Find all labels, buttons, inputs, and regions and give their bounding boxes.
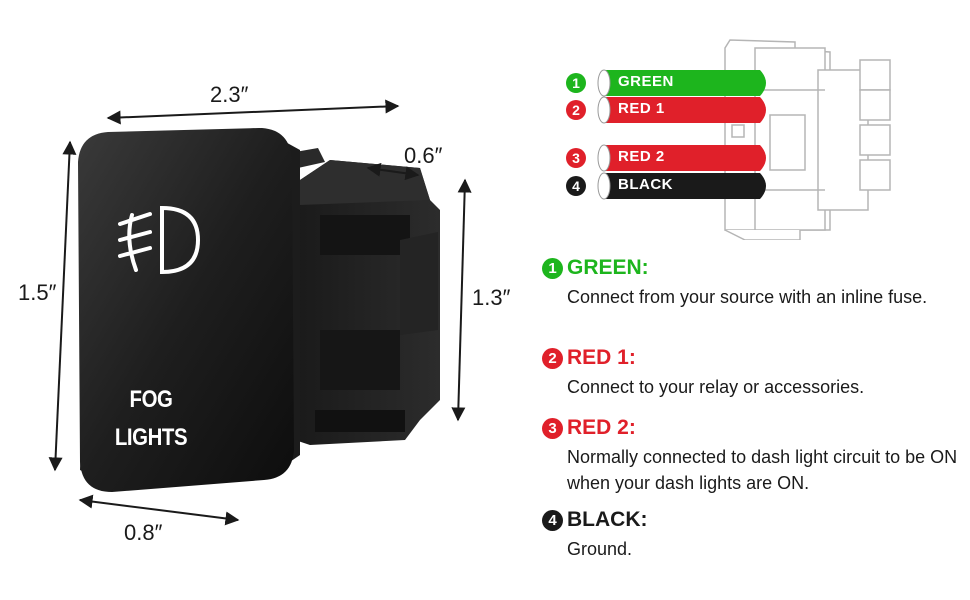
wire-number-badge: 1 [566,73,586,93]
legend-number-badge: 1 [542,257,563,279]
wire-number-badge: 3 [566,148,586,168]
side-height-dimension-label: 1.3″ [472,285,511,310]
front-height-dimension-label: 1.5″ [18,280,57,305]
bottom-width-arrow [78,494,240,526]
height-side-arrow [451,178,472,422]
legend-number-badge: 4 [542,509,563,531]
dimension-arrows [48,99,472,526]
wire-1 [600,70,766,96]
switch-label-line1: FOG [129,386,173,413]
switch-label-line2: LIGHTS [114,424,188,451]
wires [597,69,766,200]
wire-2 [600,97,766,123]
legend-item-description: Connect to your relay or accessories. [567,377,865,397]
wire-label: BLACK [618,176,673,193]
legend-title-text: GREEN: [567,256,649,279]
legend-number-badge: 3 [542,417,563,439]
wire-end-4 [597,172,611,200]
switch-housing [295,148,440,445]
fog-light-icon [118,205,201,275]
connector-wiring-illustration [597,39,891,240]
legend-item-description: Normally connected to dash light circuit… [567,447,958,493]
depth-arrow [366,162,420,181]
legend-item-description: Connect from your source with an inline … [567,287,928,307]
wire-end-2 [597,96,611,124]
legend-number-badge: 2 [542,347,563,369]
wire-label: RED 1 [618,100,665,117]
wire-end-3 [597,144,611,172]
width-arrow [106,99,400,125]
width-dimension-label: 2.3″ [210,82,249,107]
wire-3 [600,145,766,171]
wire-end-1 [597,69,611,97]
wire-label: GREEN [618,73,674,90]
depth-dimension-label: 0.6″ [404,143,443,168]
legend-title-text: RED 1: [567,346,636,369]
legend-item-description: Ground. [567,539,633,559]
wire-number-badge: 2 [566,100,586,120]
height-front-arrow [48,140,77,472]
rocker-switch-illustration [48,99,472,526]
legend-title-text: RED 2: [567,416,636,439]
wire-number-badge: 4 [566,176,586,196]
wire-4 [600,173,766,199]
bottom-width-dimension-label: 0.8″ [124,520,163,545]
wire-label: RED 2 [618,148,665,165]
legend-title-text: BLACK: [567,508,648,531]
